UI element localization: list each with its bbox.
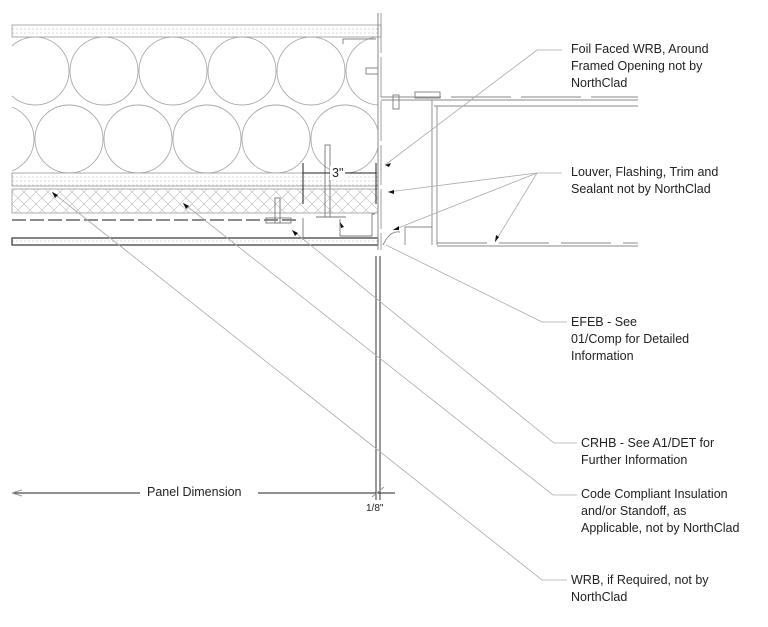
gap-dimension-label: 3"	[330, 166, 346, 180]
panel-dimension-label: Panel Dimension	[144, 485, 245, 499]
batt-insulation	[12, 37, 378, 173]
label-efeb: EFEB - See 01/Comp for Detailed Informat…	[571, 315, 690, 363]
sheathing-board	[11, 24, 382, 38]
window-frame	[381, 96, 638, 247]
leader-arrows	[52, 163, 499, 242]
dotted-layer	[11, 172, 379, 187]
long-screw-icon	[324, 144, 331, 218]
label-foil-faced-wrb: Foil Faced WRB, Around Framed Opening no…	[571, 42, 709, 90]
label-crhb: CRHB - See A1/DET for Further Informatio…	[581, 436, 715, 467]
label-louver-flashing: Louver, Flashing, Trim and Sealant not b…	[571, 165, 719, 196]
label-code-compliant-insulation: Code Compliant Insulation and/or Standof…	[581, 487, 740, 535]
leader-lines	[51, 49, 577, 581]
panel-face-layer	[11, 237, 379, 246]
label-wrb: WRB, if Required, not by NorthClad	[571, 573, 709, 604]
insulation-hatch-layer	[11, 188, 379, 214]
joint-dimension-label: 1/8"	[366, 503, 384, 514]
